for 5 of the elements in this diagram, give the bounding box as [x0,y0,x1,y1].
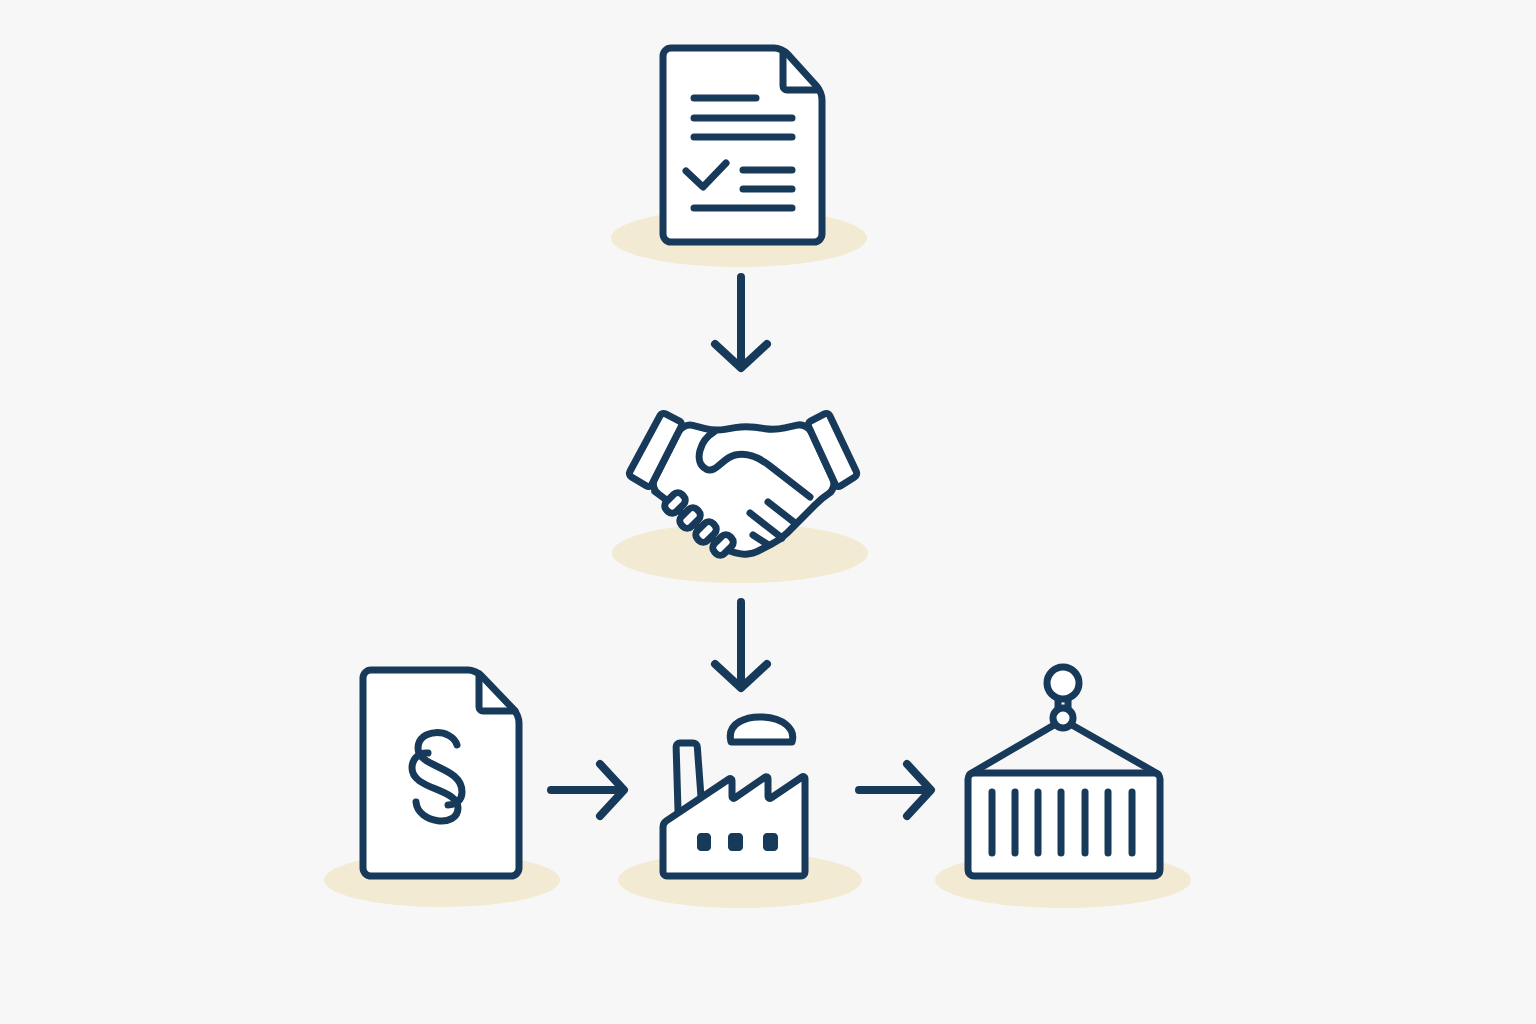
legal-document-icon [324,666,560,907]
handshake-icon [612,409,868,583]
document-icon [611,44,867,267]
factory-icon [618,713,862,908]
cargo-container-icon [935,663,1191,908]
